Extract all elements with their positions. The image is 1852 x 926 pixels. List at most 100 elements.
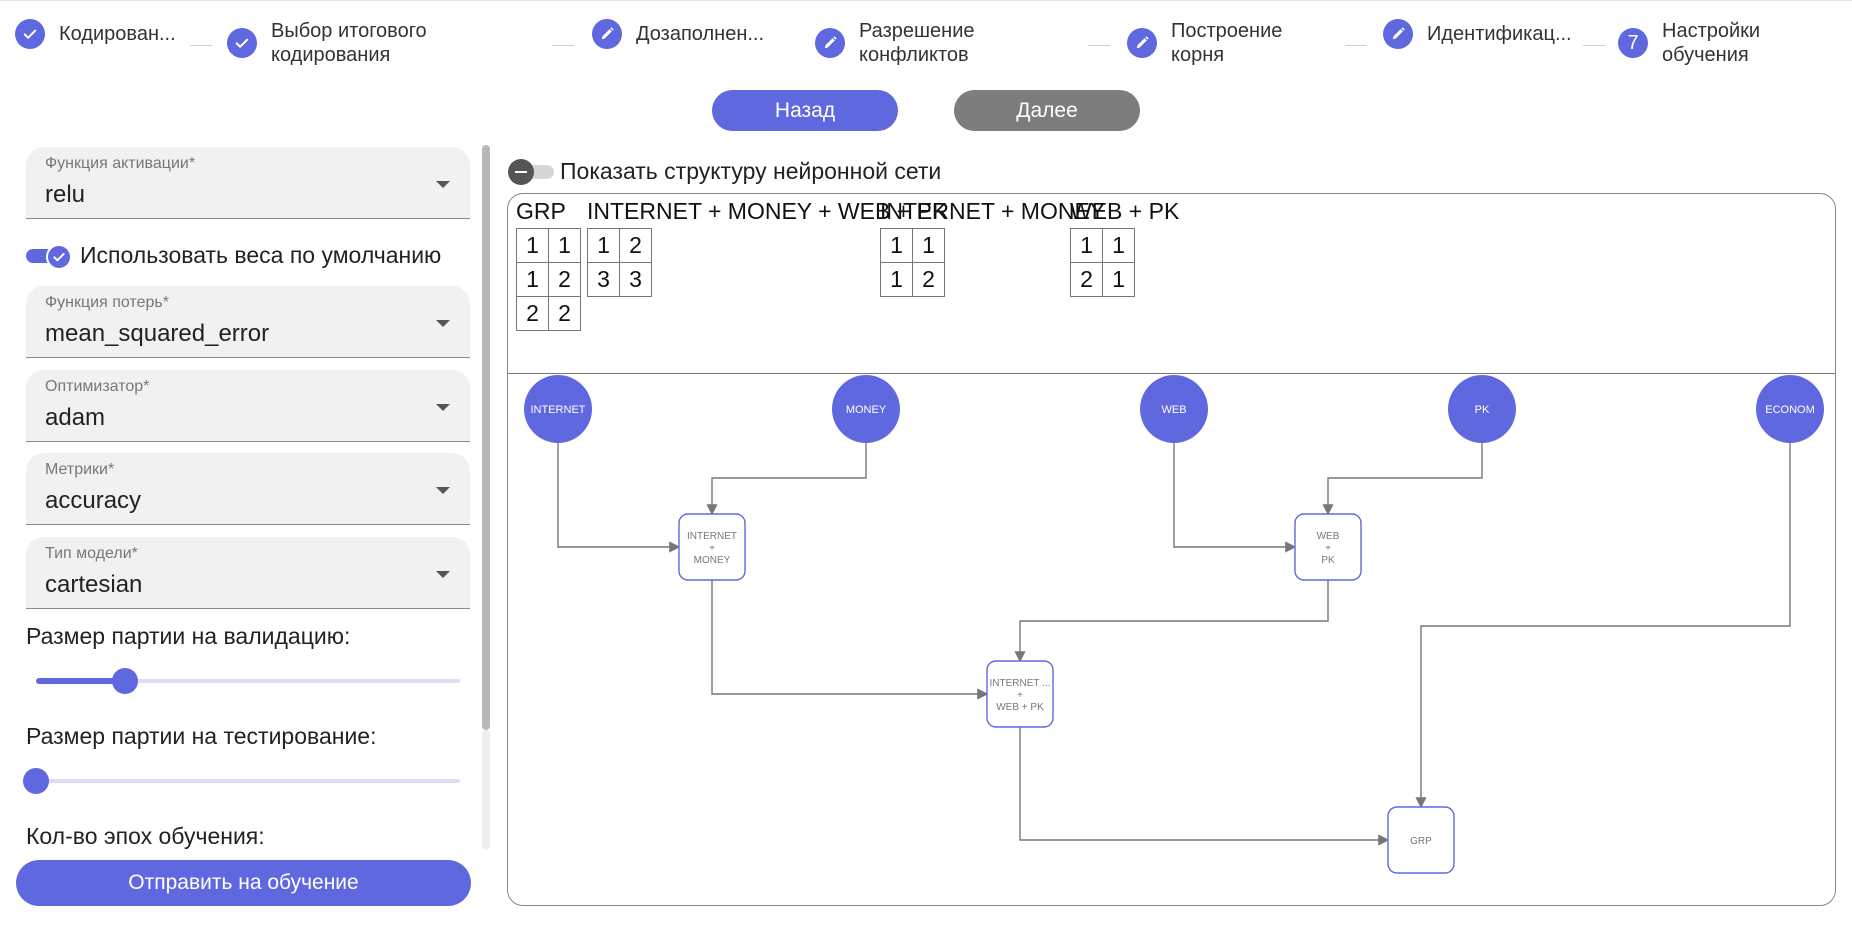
validation-slider[interactable] <box>36 668 460 694</box>
table-cell: 2 <box>1070 262 1103 297</box>
back-button[interactable]: Назад <box>712 90 898 131</box>
layer-node-box <box>986 660 1054 728</box>
dropdown-arrow-icon <box>436 181 450 188</box>
input-node-label: MONEY <box>846 404 887 416</box>
input-node-label: ECONOM <box>1765 404 1815 416</box>
layer-node-label: + <box>1017 690 1023 701</box>
model-type-select[interactable]: Тип модели* cartesian <box>26 537 470 609</box>
layer-node[interactable]: GRP <box>1387 806 1455 874</box>
table-cell: 2 <box>548 262 581 297</box>
graph-edge <box>1014 580 1329 663</box>
dropdown-arrow-icon <box>436 487 450 494</box>
graph-edge <box>1019 727 1390 846</box>
step-connector <box>1088 45 1110 46</box>
step-label: Построение корня <box>1171 20 1283 66</box>
default-weights-label: Использовать веса по умолчанию <box>80 242 442 268</box>
layer-node[interactable]: INTERNET+MONEY <box>678 513 746 581</box>
step-identification[interactable]: Идентификац... <box>1383 19 1572 49</box>
scrollbar-track[interactable] <box>482 730 490 850</box>
step-final-encoding[interactable]: Выбор итогового кодирования <box>227 19 427 67</box>
loss-select[interactable]: Функция потерь* mean_squared_error <box>26 286 470 358</box>
layer-node-label: INTERNET ... <box>990 678 1051 689</box>
toggle-switch[interactable] <box>508 158 554 185</box>
dropdown-arrow-icon <box>436 320 450 327</box>
stepper: Кодирован... Выбор итогового кодирования… <box>0 0 1852 90</box>
step-fill[interactable]: Дозаполнен... <box>592 19 764 49</box>
step-label: Разрешение конфликтов <box>859 20 975 66</box>
layer-node[interactable]: INTERNET ...+WEB + PK <box>986 660 1054 728</box>
layer-node-label: PK <box>1321 555 1335 566</box>
dropdown-arrow-icon <box>436 404 450 411</box>
metrics-select[interactable]: Метрики* accuracy <box>26 453 470 525</box>
layer-node-label: INTERNET <box>687 531 737 542</box>
table-cell: 1 <box>1070 228 1103 263</box>
step-label: Кодирован... <box>59 23 176 45</box>
training-settings-form: Функция активации* relu Использовать вес… <box>0 145 500 850</box>
step-label: Выбор итогового кодирования <box>271 20 427 66</box>
input-node-label: PK <box>1475 404 1490 416</box>
table-cell: 1 <box>880 262 913 297</box>
graph-edge <box>557 443 681 553</box>
group-table-title: GRP <box>516 198 566 224</box>
slider-thumb[interactable] <box>23 768 49 794</box>
activation-value: relu <box>45 181 86 208</box>
model-type-label: Тип модели* <box>45 545 138 562</box>
table-cell: 1 <box>516 262 549 297</box>
pencil-icon <box>1383 19 1413 49</box>
table-cell: 2 <box>619 228 652 263</box>
table-cell: 2 <box>912 262 945 297</box>
input-node[interactable]: INTERNET <box>524 375 592 443</box>
step-root[interactable]: Построение корня <box>1127 19 1282 67</box>
loss-label: Функция потерь* <box>45 294 169 311</box>
default-weights-toggle[interactable]: Использовать веса по умолчанию <box>26 242 442 270</box>
step-conflicts[interactable]: Разрешение конфликтов <box>815 19 975 67</box>
slider-thumb[interactable] <box>112 668 139 694</box>
slider-rail <box>36 679 460 683</box>
input-node[interactable]: WEB <box>1140 375 1208 443</box>
layer-node-label: GRP <box>1410 836 1432 847</box>
check-icon <box>227 28 257 58</box>
step-number: 7 <box>1618 28 1648 58</box>
show-structure-toggle[interactable]: Показать структуру нейронной сети <box>508 158 941 185</box>
scrollbar-thumb[interactable] <box>482 145 490 730</box>
test-slider-label: Размер партии на тестирование: <box>26 723 377 749</box>
group-table-title: WEB + PK <box>1070 198 1180 224</box>
toggle-switch[interactable] <box>26 243 76 270</box>
table-cell: 1 <box>1102 262 1135 297</box>
submit-training-button[interactable]: Отправить на обучение <box>16 860 471 906</box>
input-node[interactable]: PK <box>1448 375 1516 443</box>
step-training-settings[interactable]: 7 Настройки обучения <box>1618 19 1760 67</box>
test-slider[interactable] <box>23 768 460 794</box>
show-structure-label: Показать структуру нейронной сети <box>560 158 942 184</box>
step-encoding[interactable]: Кодирован... <box>15 19 176 49</box>
input-node-label: WEB <box>1161 404 1186 416</box>
optimizer-value: adam <box>45 404 106 431</box>
table-cell: 3 <box>587 262 620 297</box>
input-node-circle <box>832 375 900 443</box>
slider-fill <box>36 678 126 684</box>
table-cell: 2 <box>548 296 581 331</box>
slider-rail <box>36 779 460 783</box>
next-button[interactable]: Далее <box>954 90 1140 131</box>
table-cell: 1 <box>587 228 620 263</box>
input-node[interactable]: MONEY <box>832 375 900 443</box>
graph-edge <box>711 580 989 700</box>
graph-edge <box>1322 443 1483 516</box>
layer-node[interactable]: WEB+PK <box>1294 513 1362 581</box>
table-cell: 1 <box>1102 228 1135 263</box>
activation-select[interactable]: Функция активации* relu <box>26 147 470 219</box>
model-type-value: cartesian <box>45 571 143 598</box>
input-node[interactable]: ECONOM <box>1756 375 1824 443</box>
optimizer-select[interactable]: Оптимизатор* adam <box>26 370 470 442</box>
